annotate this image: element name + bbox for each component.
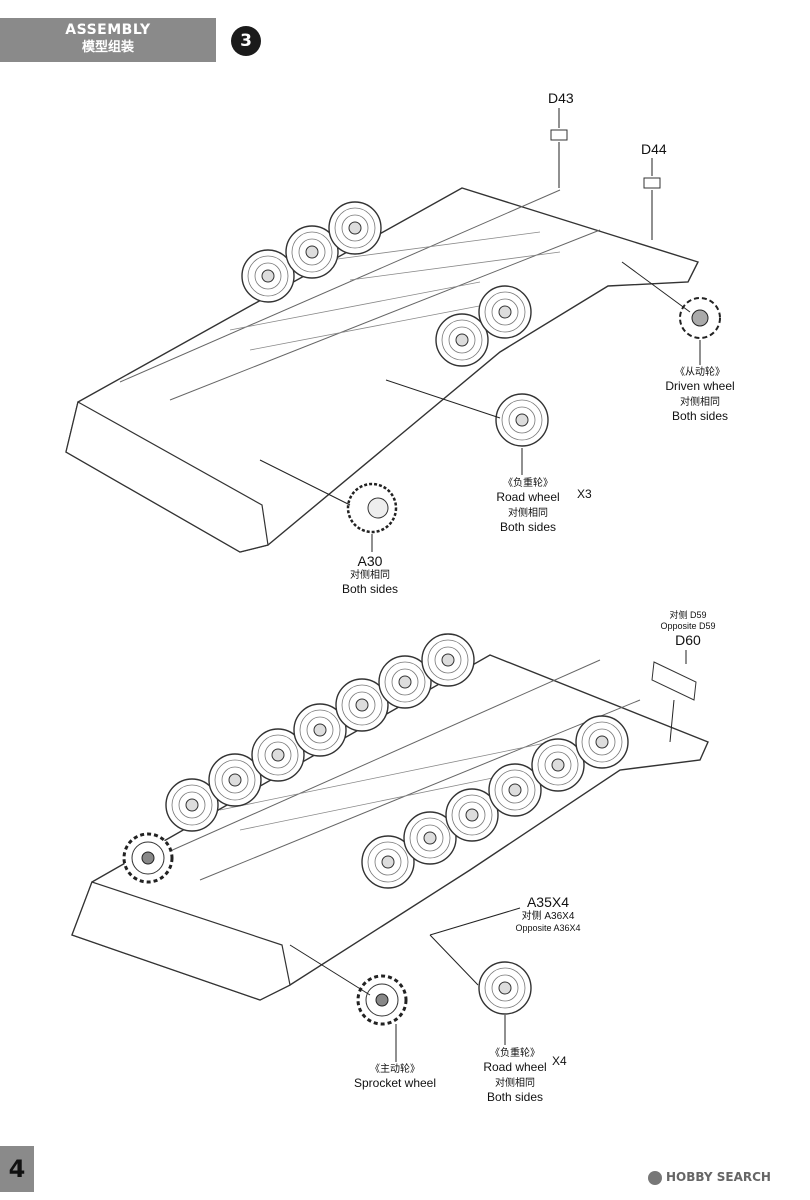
part-label-d44: D44 [641,141,667,157]
d60-opposite-en: Opposite D59 [660,620,716,631]
bottom-road-wheel-cn: 《负重轮》 [490,1048,540,1059]
a30-sides-cn: 对侧相同 [350,569,390,581]
sprocket-cn: 《主动轮》 [370,1064,420,1075]
bottom-road-wheel-en: Road wheel [483,1060,547,1074]
top-road-wheel-sides-en: Both sides [499,520,557,535]
assembly-title-en: ASSEMBLY [65,22,151,38]
part-label-a30: A30 [357,553,383,569]
bottom-road-wheel-qty: X4 [552,1054,567,1068]
bottom-road-wheel-sides-cn: 对侧相同 [495,1078,535,1090]
bottom-hull-drawing [71,633,709,1062]
top-road-wheel-qty: X3 [577,487,592,501]
a35-opposite-en: Opposite A36X4 [515,922,581,933]
top-road-wheel-callout: 《负重轮》 Road wheel 对侧相同 Both sides [488,478,568,535]
part-label-a35: A35X4 [526,894,570,910]
driven-wheel-en: Driven wheel [665,379,735,393]
top-road-wheel-sides-cn: 对侧相同 [508,508,548,520]
top-road-wheel-cn: 《负重轮》 [503,478,553,489]
a30-sides-en: Both sides [341,581,399,596]
driven-wheel-cn: 《从动轮》 [675,367,725,378]
part-label-d60: D60 [675,631,701,648]
assembly-title-cn: 模型组装 [81,40,134,55]
step-number-badge: 3 [231,26,261,56]
a35-callout: A35X4 对侧 A36X4 Opposite A36X4 [500,894,596,934]
driven-wheel-sides-cn: 对侧相同 [680,397,720,409]
sprocket-callout: 《主动轮》 Sprocket wheel [345,1064,445,1090]
bottom-road-wheel-callout: 《负重轮》 Road wheel 对侧相同 Both sides [475,1048,555,1105]
bottom-road-wheel-sides-en: Both sides [486,1090,544,1105]
a35-opposite-cn: 对侧 A36X4 [521,910,575,922]
hobby-search-watermark: HOBBY SEARCH [648,1170,771,1185]
part-label-d43: D43 [548,90,574,106]
d60-opposite-cn: 对侧 D59 [669,610,707,620]
a30-callout: A30 对侧相同 Both sides [330,553,410,596]
assembly-header: ASSEMBLY 模型组装 [0,18,216,62]
page-number: 4 [0,1146,34,1192]
top-hull-drawing [65,108,721,553]
driven-wheel-sides-en: Both sides [671,409,729,424]
driven-wheel-callout: 《从动轮》 Driven wheel 对侧相同 Both sides [650,367,750,424]
sprocket-en: Sprocket wheel [353,1076,437,1090]
top-road-wheel-en: Road wheel [496,490,560,504]
hobby-search-logo-icon [648,1170,662,1185]
watermark-text: HOBBY SEARCH [666,1170,771,1184]
d60-callout: 对侧 D59 Opposite D59 D60 [648,610,728,648]
